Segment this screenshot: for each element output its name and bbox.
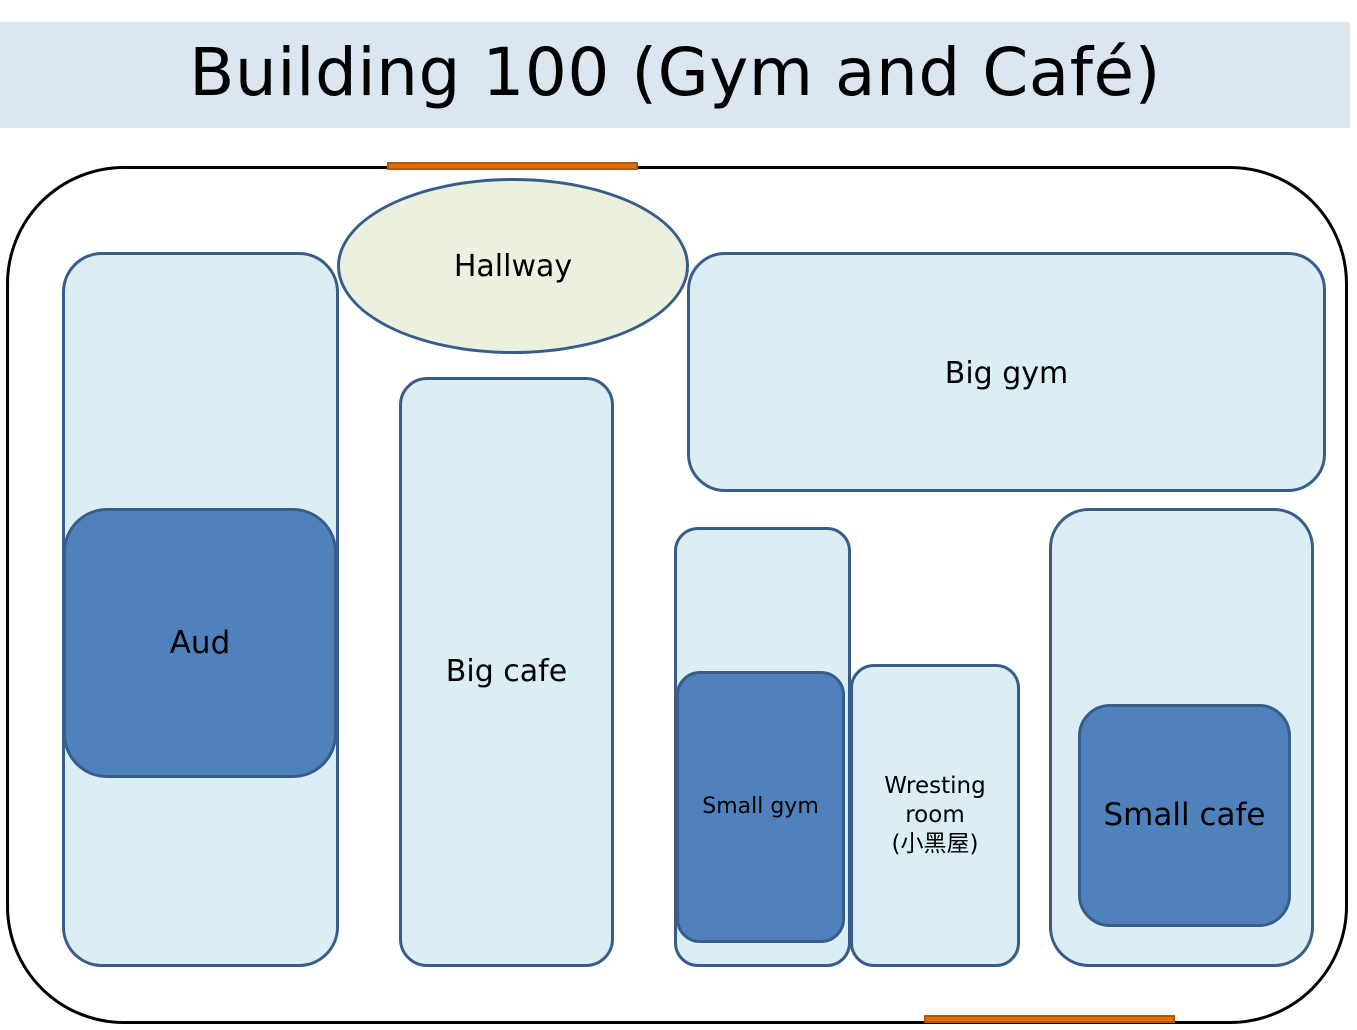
big-gym: Big gym — [687, 252, 1326, 492]
wrestling-room-label: Wresting room (小黑屋) — [884, 772, 985, 858]
big-gym-label: Big gym — [944, 356, 1069, 391]
hallway: Hallway — [337, 178, 689, 354]
wrestling-room: Wresting room (小黑屋) — [850, 664, 1020, 967]
small-gym: Small gym — [676, 671, 845, 943]
wrestling-label-line3: (小黑屋) — [891, 830, 979, 857]
hallway-label: Hallway — [453, 248, 573, 284]
title-bar: Building 100 (Gym and Café) — [0, 22, 1350, 128]
small-cafe-label: Small cafe — [1103, 797, 1266, 834]
building-outline — [6, 166, 1348, 1024]
entrance-bottom — [924, 1015, 1175, 1023]
big-cafe-label: Big cafe — [445, 654, 568, 690]
page-title: Building 100 (Gym and Café) — [189, 34, 1161, 111]
wrestling-label-line2: room — [905, 802, 965, 829]
small-cafe: Small cafe — [1078, 704, 1291, 927]
big-cafe: Big cafe — [399, 377, 614, 967]
wrestling-label-line1: Wresting — [884, 773, 986, 800]
auditorium: Aud — [63, 508, 337, 778]
auditorium-label: Aud — [169, 624, 231, 661]
small-gym-label: Small gym — [702, 794, 819, 820]
entrance-top — [387, 162, 638, 170]
